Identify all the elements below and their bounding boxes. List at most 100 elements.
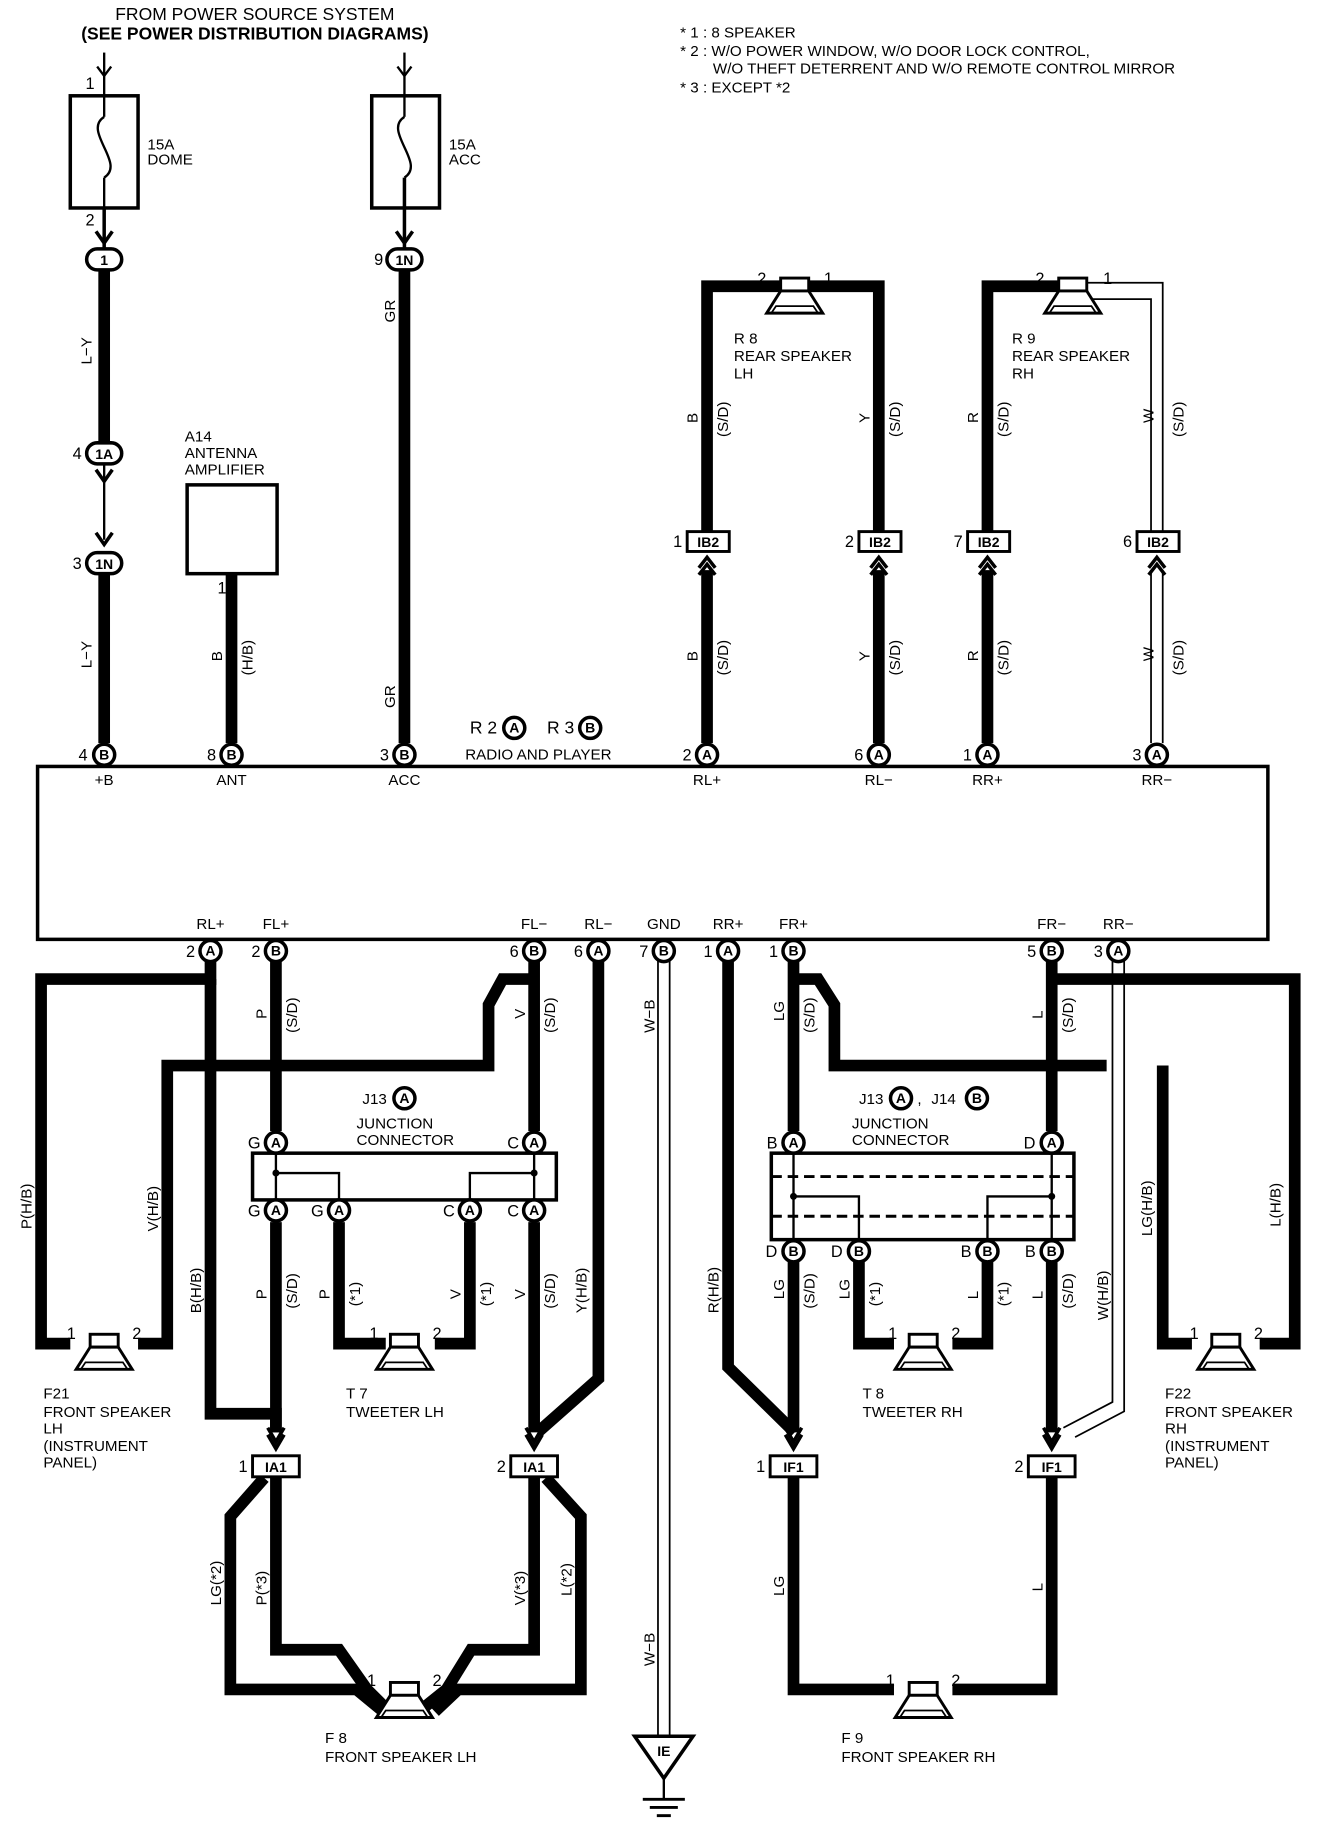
fuse-dome-pin-out: 2 xyxy=(85,211,94,229)
svg-text:RL+: RL+ xyxy=(196,916,224,933)
svg-text:J13: J13 xyxy=(362,1091,386,1108)
svg-text:A: A xyxy=(1047,1134,1057,1150)
svg-text:B: B xyxy=(972,1090,982,1106)
svg-text:2: 2 xyxy=(186,943,195,961)
svg-text:A: A xyxy=(529,1202,539,1218)
svg-text:A: A xyxy=(1113,943,1123,959)
svg-text:(S/D): (S/D) xyxy=(802,997,819,1032)
svg-text:PANEL): PANEL) xyxy=(43,1454,97,1471)
svg-text:IA1: IA1 xyxy=(265,1459,287,1475)
conn-ib2-6: IB2 6 xyxy=(1123,530,1181,576)
svg-text:RL−: RL− xyxy=(584,916,612,933)
svg-text:G: G xyxy=(248,1202,261,1220)
svg-text:Y(H/B): Y(H/B) xyxy=(574,1268,591,1314)
svg-text:CONNECTOR: CONNECTOR xyxy=(852,1132,950,1149)
note-2b: W/O THEFT DETERRENT AND W/O REMOTE CONTR… xyxy=(713,61,1175,78)
svg-text:7: 7 xyxy=(639,943,648,961)
svg-text:2: 2 xyxy=(845,533,854,551)
svg-text:P: P xyxy=(254,1289,271,1299)
svg-text:P: P xyxy=(317,1289,334,1299)
svg-text:JUNCTION: JUNCTION xyxy=(357,1116,434,1133)
svg-text:(S/D): (S/D) xyxy=(887,402,904,437)
svg-text:B: B xyxy=(1047,943,1057,959)
svg-text:B: B xyxy=(399,746,409,762)
svg-text:1: 1 xyxy=(100,252,108,268)
svg-text:L(*2): L(*2) xyxy=(559,1563,576,1596)
svg-text:A: A xyxy=(1152,746,1162,762)
tweeter-lh: 1 2 T 7 TWEETER LH xyxy=(346,1325,444,1421)
wire-rr-minus-thin xyxy=(1086,281,1164,744)
svg-text:1: 1 xyxy=(824,270,833,288)
svg-text:P(H/B): P(H/B) xyxy=(19,1184,36,1230)
svg-text:JUNCTION: JUNCTION xyxy=(852,1116,929,1133)
svg-text:W(H/B): W(H/B) xyxy=(1095,1271,1112,1321)
svg-text:B: B xyxy=(685,413,702,423)
svg-text:(S/D): (S/D) xyxy=(887,640,904,675)
front-speaker-rh-instrument-panel: 1 2 F22 FRONT SPEAKER RH (INSTRUMENT PAN… xyxy=(1165,1325,1293,1472)
svg-text:A: A xyxy=(205,943,215,959)
svg-text:3: 3 xyxy=(73,555,82,573)
front-speaker-lh-instrument-panel: 1 2 F21 FRONT SPEAKER LH (INSTRUMENT PAN… xyxy=(43,1325,171,1472)
fuse-dome-name: DOME xyxy=(147,152,193,169)
svg-text:1: 1 xyxy=(704,943,713,961)
svg-text:LG(H/B): LG(H/B) xyxy=(1139,1180,1156,1236)
svg-text:C: C xyxy=(507,1202,519,1220)
svg-text:CONNECTOR: CONNECTOR xyxy=(357,1132,455,1149)
antenna-amplifier: A14 ANTENNA AMPLIFIER 1 xyxy=(185,429,279,598)
svg-text:P(*3): P(*3) xyxy=(254,1571,271,1606)
svg-text:TWEETER RH: TWEETER RH xyxy=(862,1404,962,1421)
svg-text:LH: LH xyxy=(734,366,753,383)
svg-text:1: 1 xyxy=(1190,1325,1199,1343)
svg-text:A: A xyxy=(896,1090,906,1106)
svg-text:2: 2 xyxy=(757,270,766,288)
svg-text:GR: GR xyxy=(382,685,399,708)
junction-connector-j13-j14-right: J13 A , J14 B JUNCTION CONNECTOR AB AD B… xyxy=(765,1085,1076,1264)
svg-text:A14: A14 xyxy=(185,429,212,446)
svg-text:2: 2 xyxy=(951,1672,960,1690)
svg-text:D: D xyxy=(831,1243,843,1261)
svg-text:2: 2 xyxy=(432,1325,441,1343)
svg-text:T 7: T 7 xyxy=(346,1386,368,1403)
svg-text:(H/B): (H/B) xyxy=(240,640,257,675)
svg-text:RR−: RR− xyxy=(1141,772,1172,789)
svg-text:2: 2 xyxy=(497,1458,506,1476)
rear-speaker-lh: 2 1 R 8 REAR SPEAKER LH xyxy=(734,270,852,383)
svg-text:ANT: ANT xyxy=(216,772,246,789)
svg-text:L: L xyxy=(1029,1010,1046,1018)
svg-text:3: 3 xyxy=(380,747,389,765)
wires-bottom xyxy=(35,960,1301,1717)
svg-text:L: L xyxy=(1029,1291,1046,1299)
svg-text:+B: +B xyxy=(95,772,114,789)
svg-text:F 8: F 8 xyxy=(325,1730,347,1747)
svg-text:(S/D): (S/D) xyxy=(1171,402,1188,437)
svg-text:R 9: R 9 xyxy=(1012,331,1036,348)
svg-text:B: B xyxy=(788,943,798,959)
svg-text:A: A xyxy=(702,746,712,762)
svg-text:2: 2 xyxy=(683,747,692,765)
svg-text:FL−: FL− xyxy=(521,916,548,933)
svg-text:2: 2 xyxy=(1254,1325,1263,1343)
svg-text:A: A xyxy=(271,1134,281,1150)
radio-top-pins: B4 B8 B3 A2 A6 A1 A3 xyxy=(78,742,1170,768)
svg-text:2: 2 xyxy=(132,1325,141,1343)
svg-text:B: B xyxy=(854,1243,864,1259)
svg-text:1: 1 xyxy=(673,533,682,551)
svg-text:(*1): (*1) xyxy=(867,1282,884,1306)
svg-text:GND: GND xyxy=(647,916,681,933)
svg-text:IB2: IB2 xyxy=(978,534,1000,550)
svg-text:(INSTRUMENT: (INSTRUMENT xyxy=(43,1438,148,1455)
source-line-1: FROM POWER SOURCE SYSTEM xyxy=(115,4,394,24)
svg-text:IB2: IB2 xyxy=(869,534,891,550)
svg-text:W−B: W−B xyxy=(641,1633,658,1666)
svg-text:3: 3 xyxy=(1132,747,1141,765)
svg-text:1: 1 xyxy=(1103,270,1112,288)
svg-text:(*1): (*1) xyxy=(995,1282,1012,1306)
svg-text:1: 1 xyxy=(888,1325,897,1343)
svg-text:D: D xyxy=(765,1243,777,1261)
svg-text:FR+: FR+ xyxy=(779,916,808,933)
conn-1n-acc: 1N 9 xyxy=(374,247,424,272)
source-line-2: (SEE POWER DISTRIBUTION DIAGRAMS) xyxy=(81,24,428,44)
svg-text:RL−: RL− xyxy=(865,772,893,789)
svg-text:A: A xyxy=(788,1134,798,1150)
